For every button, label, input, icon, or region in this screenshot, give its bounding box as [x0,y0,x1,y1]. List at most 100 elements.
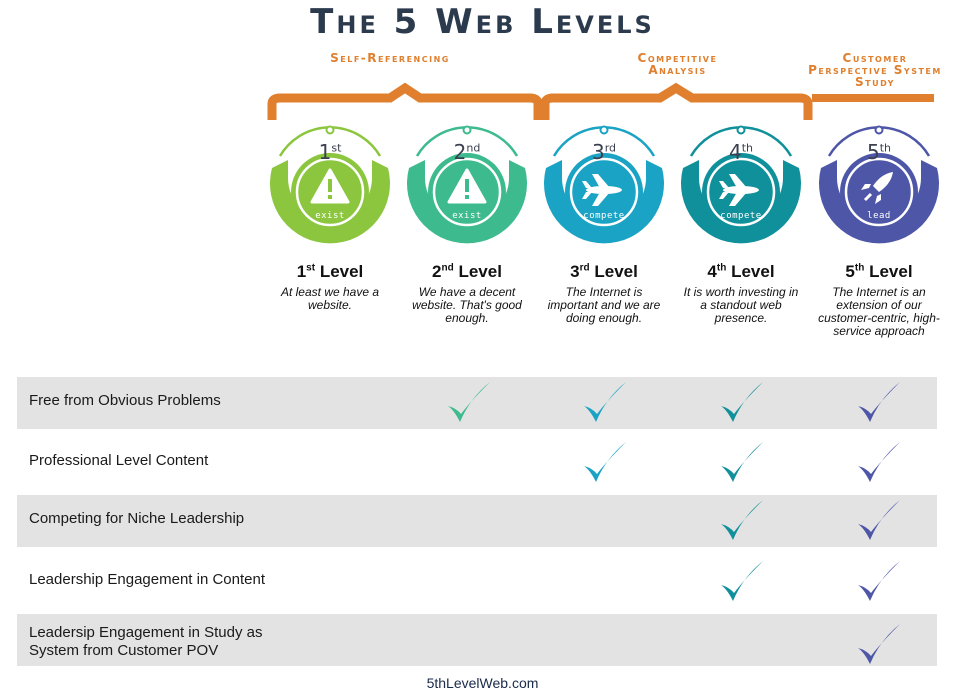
level-name: 1st Level [262,262,398,282]
group-label-text: Customer Perspective System Study [808,51,942,89]
medallion-body [270,160,390,244]
checkmark-icon [717,380,765,426]
level-suffix: nd [441,262,454,274]
group-label-competitive-analysis: Competitive Analysis [610,52,745,76]
medallion-top-dot [462,125,472,135]
medallion-body [407,160,527,244]
checkmark-icon [717,440,765,486]
medallion-inner-ring [706,157,776,227]
ordinal-number: 5 [866,140,880,164]
group-label-customer-perspective: Customer Perspective System Study [805,52,945,88]
level-description: It is worth investing in a standout web … [683,285,799,325]
level-number: 4 [707,262,717,281]
row-label: Professional Level Content [29,452,209,469]
ordinal-number: 4 [728,140,742,164]
level-word: Level [731,262,775,281]
level-description: The Internet is important and we are doi… [547,285,661,325]
checkmark-icon [717,498,765,544]
medallion-inner-ring [295,157,365,227]
ordinal-suffix: th [879,141,892,155]
medallion-top-dot [599,125,609,135]
ordinal-number: 3 [591,140,605,164]
table-row: Free from Obvious Problems [17,377,937,429]
warning-icon [447,168,487,204]
table-row: Competing for Niche Leadership [17,495,937,547]
level-medallion [407,125,527,244]
level-description: We have a decent website. That's good en… [412,285,522,325]
icon-caption: lead [867,211,891,221]
level-medallion [270,125,390,244]
row-label: Free from Obvious Problems [29,392,221,409]
footer-website[interactable]: 5thLevelWeb.com [426,675,539,691]
level-name: 5th Level [811,262,947,282]
medallion-body [681,160,801,244]
level-ordinal: 2nd [399,140,535,164]
medallion-inner-ring [432,157,502,227]
table-row: Leadersip Engagement in Study as System … [17,614,937,666]
level-name: 3rd Level [536,262,672,282]
level-word: Level [458,262,502,281]
row-label: Leadership Engagement in Content [29,571,266,588]
table-row: Professional Level Content [17,437,937,489]
bracket-self-referencing [267,82,543,120]
level-suffix: th [716,262,727,274]
ordinal-suffix: nd [466,141,481,155]
checkmark-icon [444,380,492,426]
medallion-top-dot [874,125,884,135]
medallion-body [544,160,664,244]
airplane-icon [582,174,622,206]
checkmark-icon [580,380,628,426]
rocket-icon [861,172,893,204]
medallion-top-dot [736,125,746,135]
ordinal-suffix: th [741,141,754,155]
table-row: Leadership Engagement in Content [17,556,937,608]
level-description: The Internet is an extension of our cust… [818,285,940,338]
checkmark-icon [854,498,902,544]
level-medallion [681,125,801,244]
icon-caption: compete [720,211,762,221]
checkmark-icon [854,380,902,426]
warning-icon [310,168,350,204]
checkmark-icon [854,440,902,486]
medallion-inner-ring [569,157,639,227]
row-label: Competing for Niche Leadership [29,510,245,527]
group-brackets [267,82,934,120]
level-word: Level [319,262,364,281]
level-word: Level [594,262,638,281]
medallion-inner-ring [844,157,914,227]
level-number: 5 [845,262,855,281]
medallion-body [819,160,939,244]
page-title: The 5 Web Levels [310,2,655,42]
group-label-self-referencing: Self-Referencing [330,51,450,65]
ordinal-number: 1 [318,140,332,164]
checkmark-icon [580,440,628,486]
medallion-top-dot [325,125,335,135]
level-ordinal: 1st [262,140,398,164]
ordinal-suffix: rd [604,141,617,155]
level-medallion [819,125,939,244]
checkmark-icon [717,559,765,605]
bracket-competitive-analysis [540,82,813,120]
level-suffix: st [306,262,316,274]
level-number: 3 [570,262,580,281]
level-number: 2 [432,262,442,281]
level-ordinal: 5th [811,140,947,164]
icon-caption: compete [583,211,625,221]
level-name: 4th Level [673,262,809,282]
icon-caption: exist [452,211,482,221]
level-number: 1 [296,262,307,281]
airplane-icon [719,174,759,206]
level-word: Level [869,262,913,281]
level-name: 2nd Level [399,262,535,282]
row-label: Leadersip Engagement in Study as System … [29,624,263,659]
ordinal-suffix: st [331,141,342,155]
checkmark-icon [854,559,902,605]
level-ordinal: 3rd [536,140,672,164]
ordinal-number: 2 [453,140,467,164]
level-description: At least we have a website. [280,285,380,312]
checkmark-icon [854,622,902,668]
level-ordinal: 4th [673,140,809,164]
icon-caption: exist [315,211,345,221]
level-medallion [544,125,664,244]
